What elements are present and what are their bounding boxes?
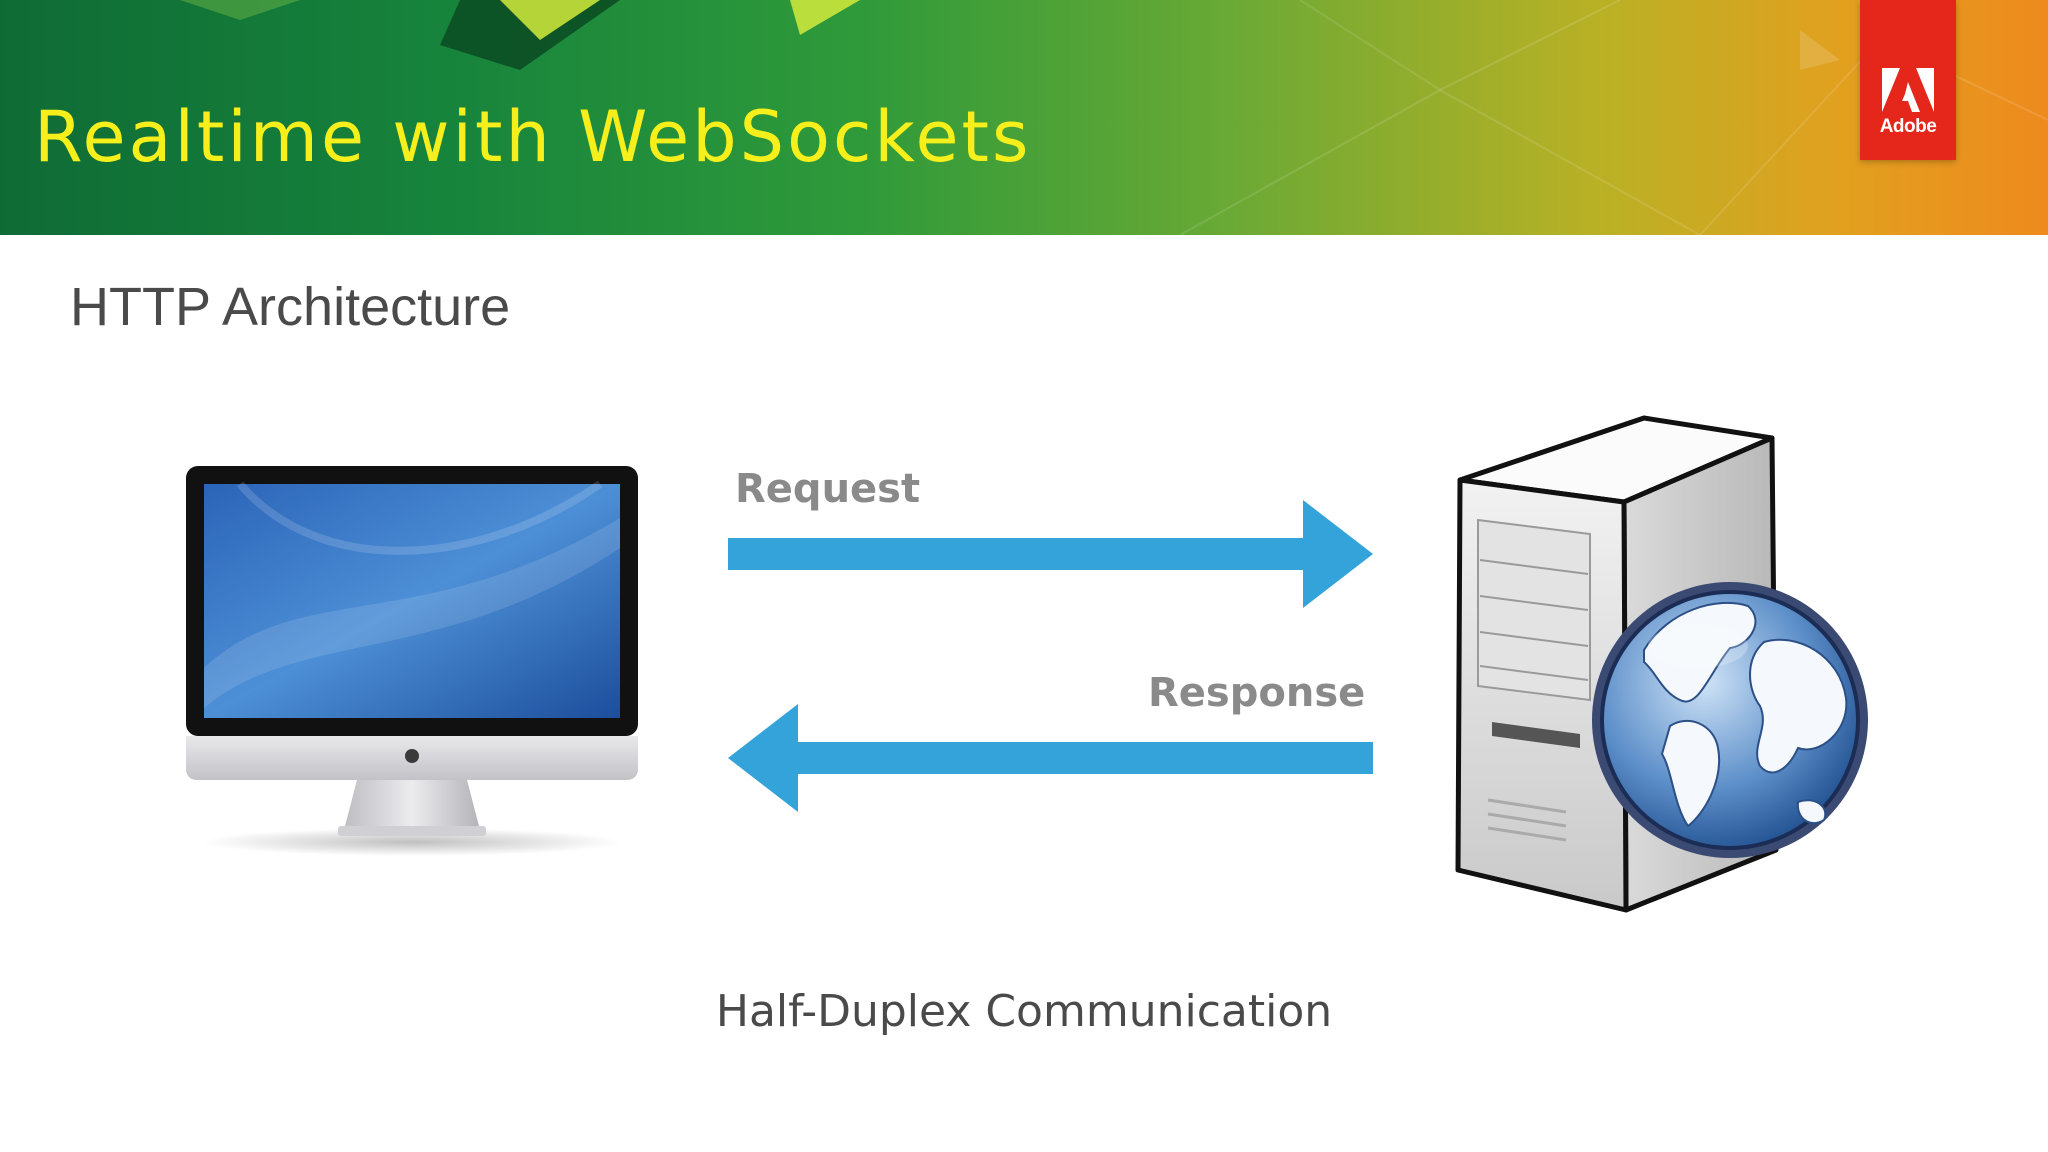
web-server-icon (1455, 415, 1868, 913)
request-arrow (728, 500, 1373, 608)
imac-icon (186, 466, 638, 856)
adobe-logo: Adobe (1860, 0, 1956, 160)
section-heading: HTTP Architecture (70, 277, 511, 337)
response-label: Response (1148, 670, 1366, 716)
request-label: Request (735, 466, 921, 512)
banner-decoration (180, 0, 2048, 235)
adobe-logo-text: Adobe (1879, 116, 1937, 137)
response-arrow (728, 704, 1373, 812)
slide-banner: Realtime with WebSockets Adobe (0, 0, 2048, 235)
diagram-caption: Half-Duplex Communication (715, 986, 1333, 1037)
adobe-logo-icon (1882, 68, 1934, 112)
banner-title: Realtime with WebSockets (34, 96, 1032, 178)
